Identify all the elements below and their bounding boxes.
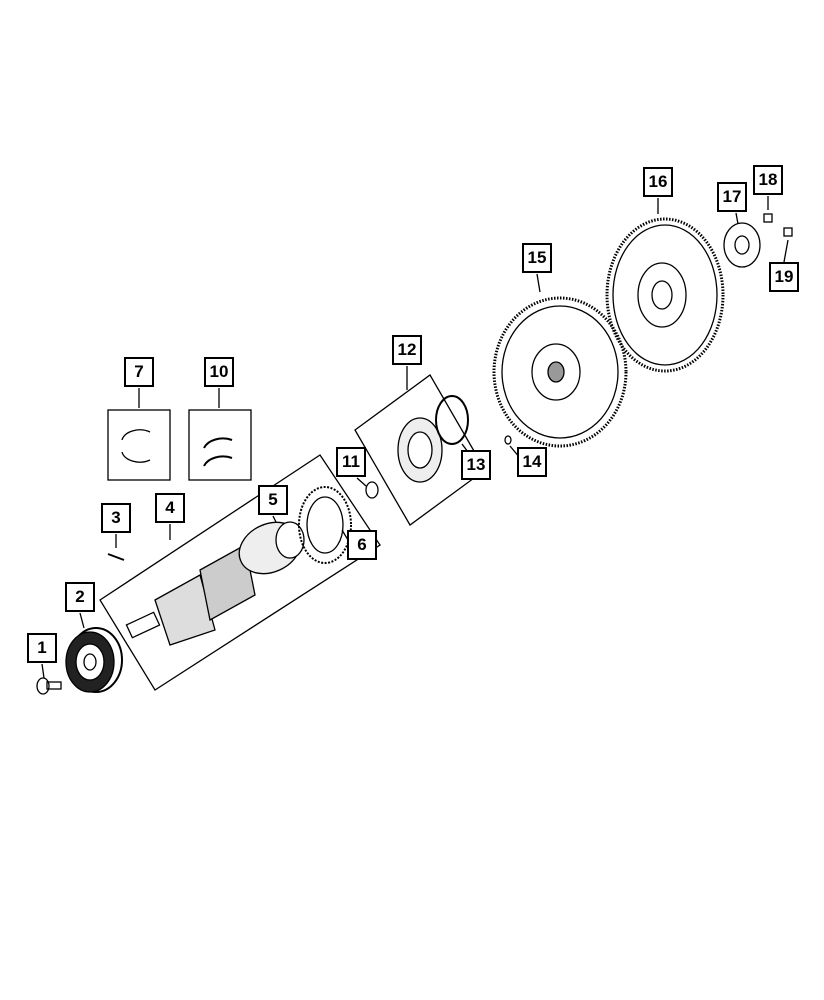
callout-10[interactable]: 10 [204,357,234,387]
callout-17[interactable]: 17 [717,182,747,212]
bolt-part-19 [783,227,793,237]
crankshaft-part [125,521,305,646]
callout-4[interactable]: 4 [155,493,185,523]
dowel-part [504,435,512,445]
main-bearing-part [121,429,151,463]
bolt-part [36,677,62,695]
callout-11[interactable]: 11 [336,447,366,477]
crankshaft-group-box [99,454,381,691]
tone-wheel-part [298,486,352,564]
callout-15[interactable]: 15 [522,243,552,273]
callout-6[interactable]: 6 [347,530,377,560]
flexplate-part [492,296,628,448]
callout-19[interactable]: 19 [769,262,799,292]
flywheel-part [605,217,725,373]
callout-13[interactable]: 13 [461,450,491,480]
thrust-bearing-part [203,437,233,467]
damper-part [65,627,123,693]
reinforcement-plate-part [723,222,761,268]
callout-1[interactable]: 1 [27,633,57,663]
bearing-group-box-10 [188,409,252,481]
seal-retainer-part [397,395,469,483]
callout-7[interactable]: 7 [124,357,154,387]
callout-14[interactable]: 14 [517,447,547,477]
bolt-part-18 [763,213,773,223]
key-part [107,553,125,561]
callout-18[interactable]: 18 [753,165,783,195]
callout-2[interactable]: 2 [65,582,95,612]
callout-3[interactable]: 3 [101,503,131,533]
callout-16[interactable]: 16 [643,167,673,197]
callout-12[interactable]: 12 [392,335,422,365]
callout-5[interactable]: 5 [258,485,288,515]
bearing-group-box-7 [107,409,171,481]
rear-seal-part [365,481,379,499]
